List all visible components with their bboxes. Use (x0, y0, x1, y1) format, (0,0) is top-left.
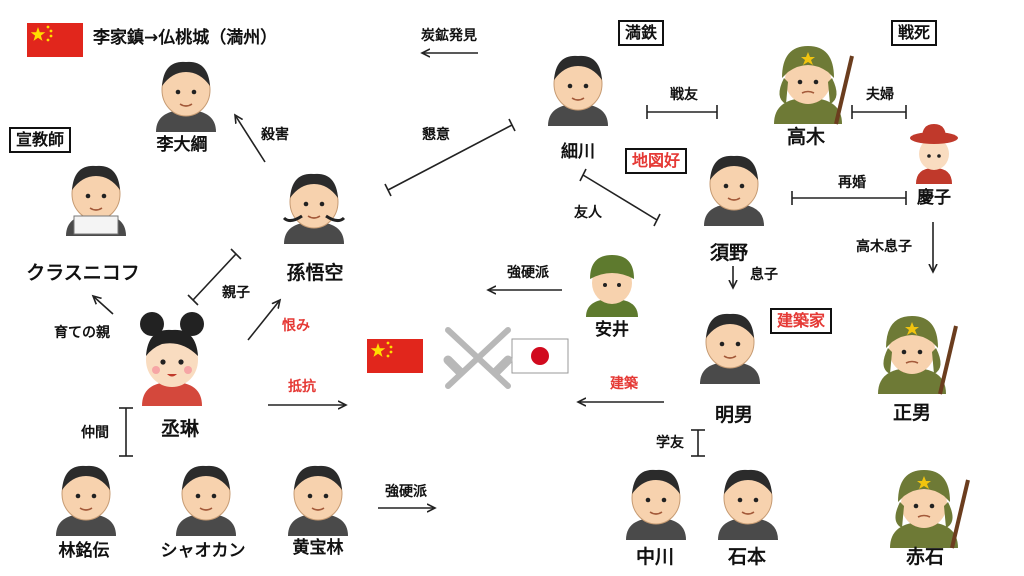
tick-friendly-a (384, 183, 392, 197)
name-xiao-okan: シャオカン (160, 541, 246, 561)
avatar-takagi (772, 44, 854, 126)
japan-flag (511, 338, 569, 374)
avatar-li-dagang (155, 61, 217, 133)
crossed-rifles-icon (443, 327, 513, 389)
avatar-ishimoto (717, 469, 779, 541)
rel-parent-child: 親子 (222, 285, 250, 301)
location-title: 李家鎮→仏桃城（満州） (93, 28, 278, 48)
avatar-masao (876, 314, 958, 396)
rel-resistance: 抵抗 (288, 379, 316, 395)
tick-friendly-b (508, 118, 516, 132)
avatar-suno (703, 155, 765, 227)
name-suno: 須野 (709, 242, 749, 264)
name-kurasnikov: クラスニコフ (26, 262, 140, 284)
line-parent-child (192, 253, 237, 301)
tag-killed-in-war: 戦死 (891, 20, 938, 46)
avatar-akio (699, 313, 761, 385)
avatar-huang-baolin (287, 465, 349, 537)
avatar-lin-mingchuan (55, 465, 117, 537)
rel-friendly: 懇意 (422, 127, 450, 143)
china-flag-header (27, 23, 83, 57)
name-masao: 正男 (892, 402, 932, 424)
rel-hardliner-1: 強硬派 (507, 265, 549, 281)
name-nakagawa: 中川 (635, 546, 675, 568)
avatar-xiao-okan (175, 465, 237, 537)
tag-architect: 建築家 (770, 308, 833, 334)
rel-construction: 建築 (610, 376, 638, 392)
avatar-kurasnikov (65, 165, 127, 237)
avatar-son-goku (282, 173, 346, 245)
arrow-grudge (247, 300, 280, 341)
name-keiko: 慶子 (917, 188, 951, 208)
rel-friend: 友人 (574, 205, 602, 221)
arrow-foster-parent (93, 296, 114, 315)
avatar-akaishi (888, 468, 970, 550)
line-friend (582, 174, 658, 221)
rel-companions: 仲間 (81, 425, 109, 441)
name-ishimoto: 石本 (727, 546, 767, 568)
rel-war-comrade: 戦友 (670, 87, 698, 103)
connectors (93, 53, 933, 508)
rel-remarried: 再婚 (838, 175, 866, 191)
tick-friend-b (653, 213, 661, 227)
tick-parent-child-a (187, 294, 199, 306)
rel-son: 息子 (750, 267, 778, 283)
name-cheng-lin: 丞琳 (160, 418, 200, 440)
avatar-yasui (586, 255, 638, 317)
line-friendly (387, 124, 513, 191)
china-flag-center (367, 339, 423, 373)
avatar-hosokawa (547, 55, 609, 127)
rel-foster-parent: 育ての親 (54, 325, 110, 341)
name-li-dagang: 李大綱 (156, 135, 208, 155)
name-takagi: 高木 (786, 126, 826, 148)
rel-married: 夫婦 (866, 87, 894, 103)
avatar-keiko (910, 124, 958, 184)
name-lin-mingchuan: 林銘伝 (58, 541, 110, 561)
rel-grudge: 恨み (282, 318, 310, 334)
avatar-cheng-lin (140, 312, 204, 406)
name-hosokawa: 細川 (561, 142, 595, 162)
rel-takagi-son: 高木息子 (856, 239, 912, 255)
rel-hardliner-2: 強硬派 (385, 484, 427, 500)
tag-mantetsu: 満鉄 (618, 20, 665, 46)
tick-friend-a (579, 168, 587, 182)
rel-killing: 殺害 (261, 127, 289, 143)
name-huang-baolin: 黄宝林 (292, 538, 344, 558)
name-son-goku: 孫悟空 (286, 262, 344, 284)
name-akaishi: 赤石 (905, 546, 945, 568)
rel-schoolmate: 学友 (656, 435, 684, 451)
name-yasui: 安井 (595, 320, 629, 340)
tag-missionary: 宣教師 (9, 127, 72, 153)
name-akio: 明男 (714, 404, 754, 426)
rel-coal-discovery: 炭鉱発見 (421, 28, 477, 44)
avatar-nakagawa (625, 469, 687, 541)
arrow-killing (235, 115, 266, 163)
tick-parent-child-b (230, 248, 242, 260)
tag-map-lover: 地図好 (625, 148, 688, 174)
